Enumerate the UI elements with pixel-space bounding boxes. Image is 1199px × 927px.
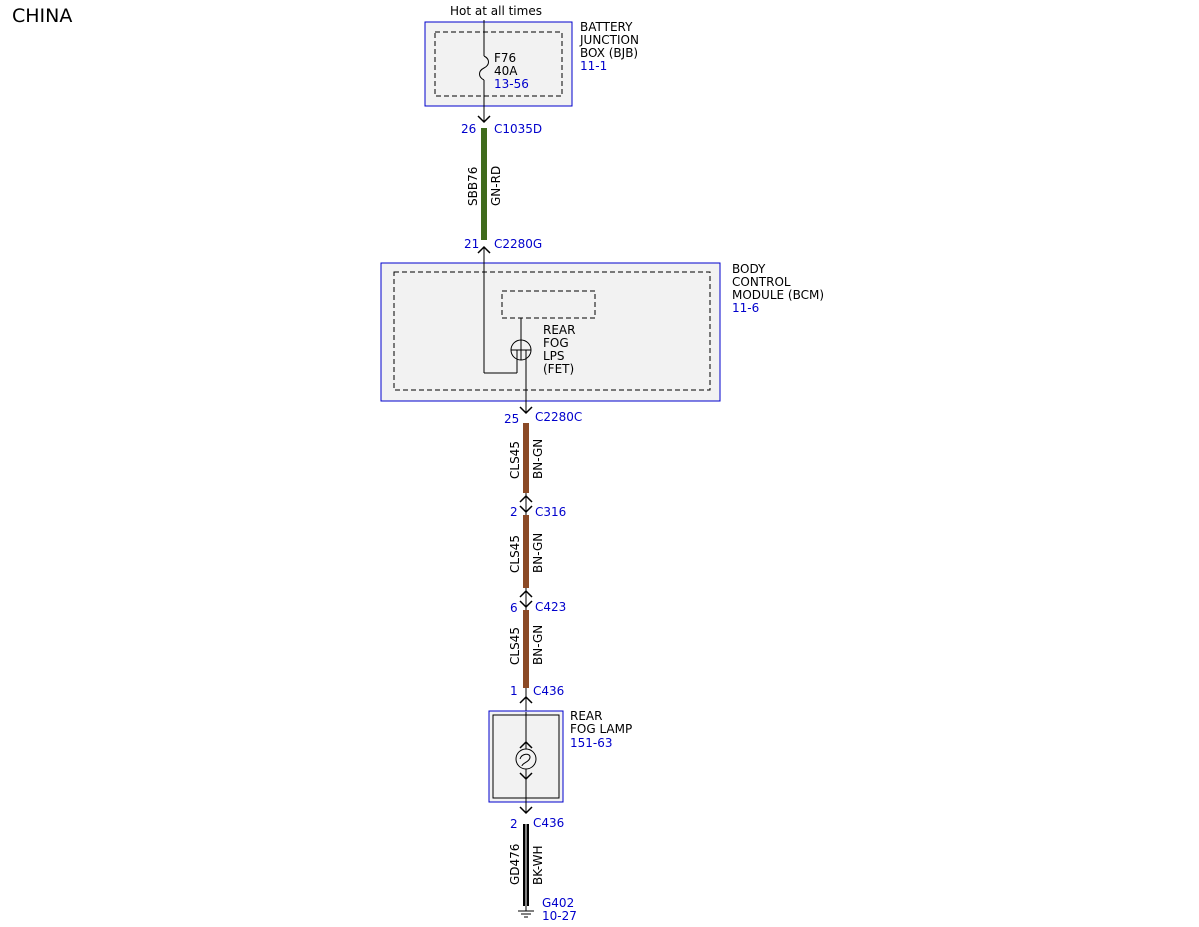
bjb-box bbox=[424, 21, 573, 107]
wire-sbb76-circuit: SBB76 bbox=[466, 167, 480, 206]
c436-2-connector-icon bbox=[519, 806, 533, 815]
c1035d-pin: 26 bbox=[461, 122, 476, 136]
c2280c-name[interactable]: C2280C bbox=[535, 410, 582, 424]
wire-gd476-color: BK-WH bbox=[531, 845, 545, 885]
fet-label-1: REAR bbox=[543, 323, 575, 337]
wire-sbb76-color: GN-RD bbox=[489, 166, 503, 206]
c423-connector-up-icon bbox=[519, 589, 533, 598]
fet-label-2: FOG bbox=[543, 336, 569, 350]
c436-1-name[interactable]: C436 bbox=[533, 684, 564, 698]
bjb-label-3: BOX (BJB) bbox=[580, 46, 638, 60]
fuse-amps: 40A bbox=[494, 64, 518, 78]
c436-2-name[interactable]: C436 bbox=[533, 816, 564, 830]
lamp-label-1: REAR bbox=[570, 709, 602, 723]
bcm-inner-box bbox=[393, 271, 711, 391]
wire-sbb76 bbox=[481, 128, 487, 240]
wire-cls45-c-circuit: CLS45 bbox=[508, 627, 522, 665]
lamp-label-2: FOG LAMP bbox=[570, 722, 632, 736]
c2280g-name[interactable]: C2280G bbox=[494, 237, 542, 251]
c436-1-pin: 1 bbox=[510, 684, 518, 698]
lamp-arrow-out-icon bbox=[519, 772, 533, 781]
wire-gd476-circuit: GD476 bbox=[508, 844, 522, 885]
ground-ref-link[interactable]: 10-27 bbox=[542, 909, 577, 923]
lamp-ref-link[interactable]: 151-63 bbox=[570, 736, 613, 750]
c316-connector-up-icon bbox=[519, 494, 533, 503]
fet-control-box bbox=[501, 290, 596, 319]
wire-cls45-a-circuit: CLS45 bbox=[508, 441, 522, 479]
fet-switch-icon bbox=[510, 339, 532, 361]
bcm-box bbox=[380, 262, 721, 402]
fuse-ref-link[interactable]: 13-56 bbox=[494, 77, 529, 91]
bcm-label-1: BODY bbox=[732, 262, 766, 276]
wire-cls45-b bbox=[523, 515, 529, 588]
wire-cls45-a bbox=[523, 423, 529, 493]
fet-label-4: (FET) bbox=[543, 362, 574, 376]
supply-label: Hot at all times bbox=[450, 4, 542, 18]
bulb-icon bbox=[515, 748, 537, 770]
fuse-name: F76 bbox=[494, 51, 516, 65]
c423-connector-down-icon bbox=[519, 600, 533, 609]
c436-2-pin: 2 bbox=[510, 817, 518, 831]
c2280g-pin: 21 bbox=[464, 237, 479, 251]
bjb-label-2: JUNCTION bbox=[579, 33, 639, 47]
wire-cls45-c-color: BN-GN bbox=[531, 625, 545, 665]
c2280c-connector-icon bbox=[519, 406, 533, 415]
c316-connector-down-icon bbox=[519, 505, 533, 514]
c423-name[interactable]: C423 bbox=[535, 600, 566, 614]
c1035d-name[interactable]: C1035D bbox=[494, 122, 542, 136]
fet-label-3: LPS bbox=[543, 349, 565, 363]
bjb-ref-link[interactable]: 11-1 bbox=[580, 59, 607, 73]
bjb-label-1: BATTERY bbox=[580, 20, 633, 34]
wire-cls45-a-color: BN-GN bbox=[531, 439, 545, 479]
bcm-label-3: MODULE (BCM) bbox=[732, 288, 824, 302]
fuse-icon bbox=[479, 55, 489, 81]
region-title: CHINA bbox=[12, 5, 72, 27]
ground-name[interactable]: G402 bbox=[542, 896, 574, 910]
lamp-arrow-in-icon bbox=[519, 740, 533, 749]
c316-pin: 2 bbox=[510, 505, 518, 519]
c2280c-pin: 25 bbox=[504, 412, 519, 426]
c436-1-connector-icon bbox=[519, 695, 533, 704]
wire-cls45-b-color: BN-GN bbox=[531, 533, 545, 573]
bcm-ref-link[interactable]: 11-6 bbox=[732, 301, 759, 315]
wire-cls45-b-circuit: CLS45 bbox=[508, 535, 522, 573]
ground-icon bbox=[518, 906, 534, 918]
c423-pin: 6 bbox=[510, 601, 518, 615]
c1035d-connector-icon bbox=[477, 115, 491, 124]
c316-name[interactable]: C316 bbox=[535, 505, 566, 519]
bcm-label-2: CONTROL bbox=[732, 275, 791, 289]
wire-cls45-c bbox=[523, 610, 529, 688]
